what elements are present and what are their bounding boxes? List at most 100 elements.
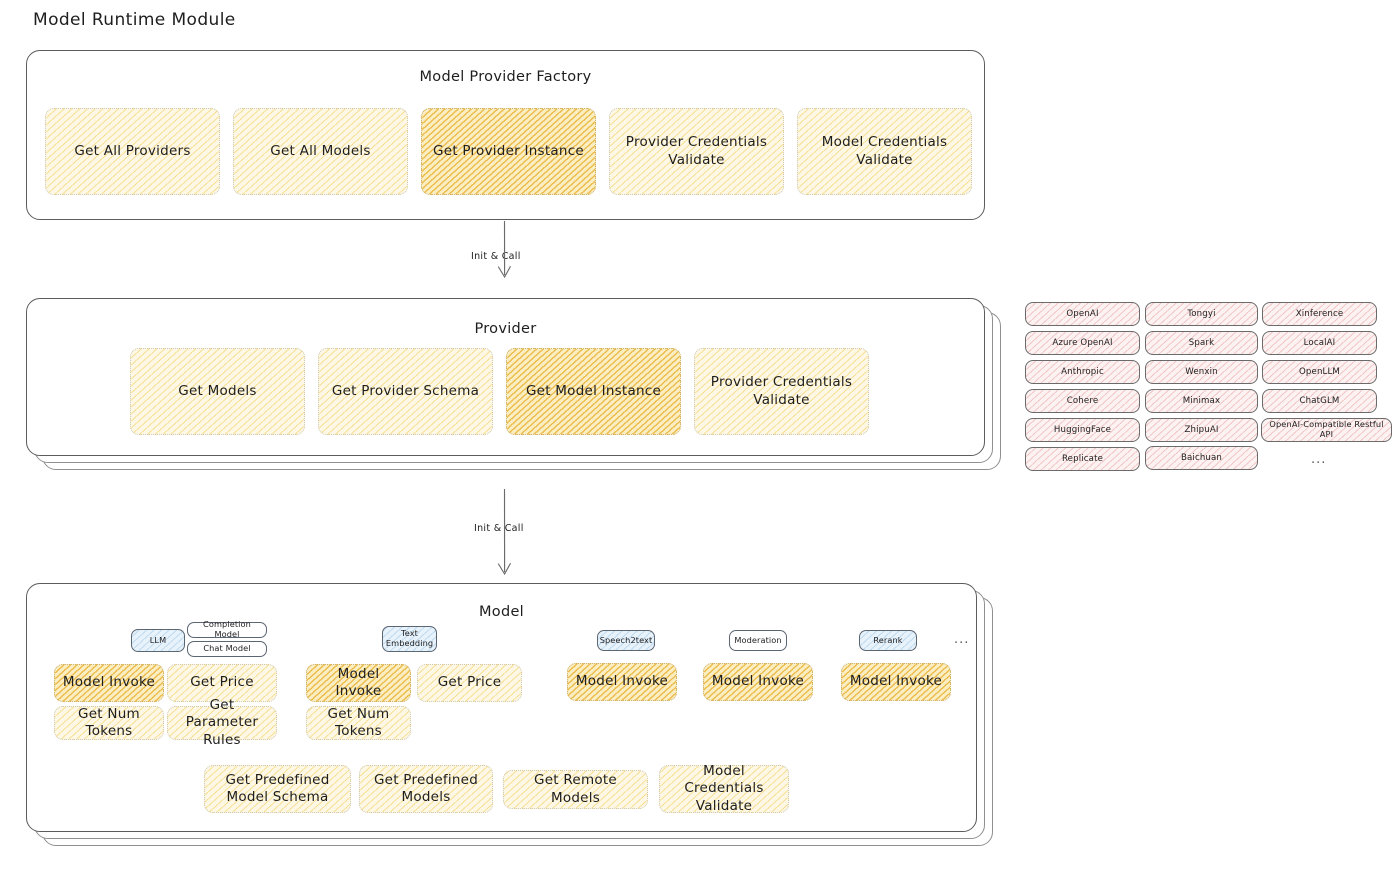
provider-panel: Provider Get Models Get Provider Schema …	[26, 298, 985, 456]
model-type-badge-llm[interactable]: LLM	[131, 629, 185, 652]
model-type-label: Text Embedding	[385, 628, 434, 648]
llm-method-get-parameter-rules[interactable]: Get Parameter Rules	[167, 697, 277, 748]
provider-pill-label: OpenAI	[1066, 308, 1099, 319]
provider-pill-label: Cohere	[1066, 395, 1099, 406]
model-panel: Model LLM Completion Model Chat Model Mo…	[26, 583, 977, 832]
method-label: Model Invoke	[335, 665, 382, 699]
factory-box-label: Get Provider Instance	[433, 142, 584, 159]
common-method-get-remote-models[interactable]: Get Remote Models	[503, 770, 648, 809]
model-type-label: Rerank	[873, 634, 903, 645]
method-label: Model Invoke	[849, 673, 943, 690]
method-label: Get Parameter Rules	[185, 697, 259, 748]
factory-box-label: Get All Providers	[74, 142, 191, 159]
text-embedding-method-get-num-tokens[interactable]: Get Num Tokens	[306, 706, 411, 740]
provider-box-label: Get Models	[178, 382, 257, 399]
factory-box-get-all-models[interactable]: Get All Models	[233, 108, 408, 195]
provider-pill-wenxin[interactable]: Wenxin	[1145, 360, 1258, 384]
method-label: Get Num Tokens	[78, 705, 140, 739]
provider-pill-xinference[interactable]: Xinference	[1262, 302, 1377, 326]
provider-pill-label: Wenxin	[1185, 366, 1218, 377]
provider-list-more-ellipsis: ...	[1311, 452, 1327, 467]
factory-box-get-provider-instance[interactable]: Get Provider Instance	[421, 108, 596, 195]
model-subtype-badge-chat-model[interactable]: Chat Model	[187, 641, 267, 657]
provider-box-label: Provider Credentials Validate	[710, 374, 853, 408]
model-types-more-ellipsis: ...	[954, 632, 970, 647]
model-type-label: Moderation	[734, 634, 782, 645]
rerank-method-model-invoke[interactable]: Model Invoke	[841, 663, 951, 701]
provider-pill-cohere[interactable]: Cohere	[1025, 389, 1140, 413]
provider-pill-label: Minimax	[1182, 395, 1221, 406]
provider-pill-anthropic[interactable]: Anthropic	[1025, 360, 1140, 384]
method-label: Get Price	[437, 674, 502, 691]
method-label: Get Predefined Models	[373, 771, 479, 805]
common-method-get-predefined-models[interactable]: Get Predefined Models	[359, 765, 493, 813]
common-method-model-credentials-validate[interactable]: Model Credentials Validate	[659, 763, 789, 814]
factory-box-label: Provider Credentials Validate	[625, 134, 768, 168]
model-type-label: Speech2text	[599, 634, 653, 645]
model-type-badge-moderation[interactable]: Moderation	[729, 630, 787, 651]
provider-pill-zhipuai[interactable]: ZhipuAI	[1145, 418, 1258, 442]
provider-box-provider-credentials-validate[interactable]: Provider Credentials Validate	[694, 348, 869, 435]
provider-pill-localai[interactable]: LocalAI	[1262, 331, 1377, 355]
model-subtype-label: Completion Model	[203, 619, 251, 639]
provider-pill-label: Anthropic	[1061, 366, 1104, 377]
model-type-badge-rerank[interactable]: Rerank	[859, 630, 917, 651]
provider-pill-openai[interactable]: OpenAI	[1025, 302, 1140, 326]
provider-pill-azure-openai[interactable]: Azure OpenAI	[1025, 331, 1140, 355]
provider-pill-huggingface[interactable]: HuggingFace	[1025, 418, 1140, 442]
provider-pill-label: OpenLLM	[1299, 366, 1340, 377]
llm-method-model-invoke[interactable]: Model Invoke	[54, 664, 164, 702]
method-label: Get Remote Models	[534, 772, 617, 806]
factory-box-label: Get All Models	[270, 142, 371, 159]
llm-method-get-num-tokens[interactable]: Get Num Tokens	[54, 706, 164, 740]
provider-pill-label: Tongyi	[1187, 308, 1216, 319]
method-label: Get Predefined Model Schema	[225, 771, 330, 805]
factory-box-get-all-providers[interactable]: Get All Providers	[45, 108, 220, 195]
provider-box-label: Get Model Instance	[525, 382, 662, 399]
factory-box-label: Model Credentials Validate	[821, 134, 948, 168]
method-label: Model Credentials Validate	[684, 763, 764, 814]
provider-box-get-provider-schema[interactable]: Get Provider Schema	[318, 348, 493, 435]
method-label: Get Price	[190, 674, 254, 691]
provider-pill-openllm[interactable]: OpenLLM	[1262, 360, 1377, 384]
model-provider-factory-title: Model Provider Factory	[419, 69, 592, 85]
text-embedding-method-get-price[interactable]: Get Price	[417, 664, 522, 702]
model-type-badge-speech2text[interactable]: Speech2text	[597, 630, 655, 651]
provider-pill-label: HuggingFace	[1053, 424, 1112, 435]
factory-box-provider-credentials-validate[interactable]: Provider Credentials Validate	[609, 108, 784, 195]
provider-pill-label: Xinference	[1295, 308, 1344, 319]
method-label: Get Num Tokens	[327, 705, 390, 739]
model-type-badge-text-embedding[interactable]: Text Embedding	[382, 626, 437, 652]
provider-pill-openai-compatible-restful-api[interactable]: OpenAI-Compatible Restful API	[1261, 418, 1392, 442]
connector-label-init-and-call-2: Init & Call	[474, 523, 524, 534]
llm-method-get-price[interactable]: Get Price	[167, 664, 277, 702]
provider-box-get-model-instance[interactable]: Get Model Instance	[506, 348, 681, 435]
provider-pill-label: Azure OpenAI	[1052, 337, 1113, 348]
provider-pill-spark[interactable]: Spark	[1145, 331, 1258, 355]
provider-pill-replicate[interactable]: Replicate	[1025, 447, 1140, 471]
provider-pill-tongyi[interactable]: Tongyi	[1145, 302, 1258, 326]
provider-pill-label: ChatGLM	[1299, 395, 1340, 406]
model-type-label: LLM	[149, 634, 167, 645]
method-label: Model Invoke	[711, 673, 805, 690]
provider-pill-label: OpenAI-Compatible Restful API	[1269, 419, 1384, 439]
provider-pill-minimax[interactable]: Minimax	[1145, 389, 1258, 413]
text-embedding-method-model-invoke[interactable]: Model Invoke	[306, 664, 411, 702]
model-subtype-label: Chat Model	[203, 643, 251, 654]
common-method-get-predefined-model-schema[interactable]: Get Predefined Model Schema	[204, 765, 351, 813]
method-label: Model Invoke	[62, 674, 156, 691]
factory-box-model-credentials-validate[interactable]: Model Credentials Validate	[797, 108, 972, 195]
provider-pill-chatglm[interactable]: ChatGLM	[1262, 389, 1377, 413]
provider-pill-baichuan[interactable]: Baichuan	[1145, 446, 1258, 470]
model-title: Model	[478, 604, 525, 620]
provider-pill-label: Baichuan	[1180, 452, 1223, 463]
provider-box-get-models[interactable]: Get Models	[130, 348, 305, 435]
connector-provider-to-model	[497, 488, 511, 576]
page-title: Model Runtime Module	[33, 10, 236, 30]
provider-box-label: Get Provider Schema	[331, 382, 480, 399]
model-subtype-badge-completion-model[interactable]: Completion Model	[187, 619, 267, 639]
speech2text-method-model-invoke[interactable]: Model Invoke	[567, 663, 677, 701]
provider-pill-label: Spark	[1188, 337, 1215, 348]
moderation-method-model-invoke[interactable]: Model Invoke	[703, 663, 813, 701]
connector-label-init-and-call-1: Init & Call	[471, 251, 521, 262]
